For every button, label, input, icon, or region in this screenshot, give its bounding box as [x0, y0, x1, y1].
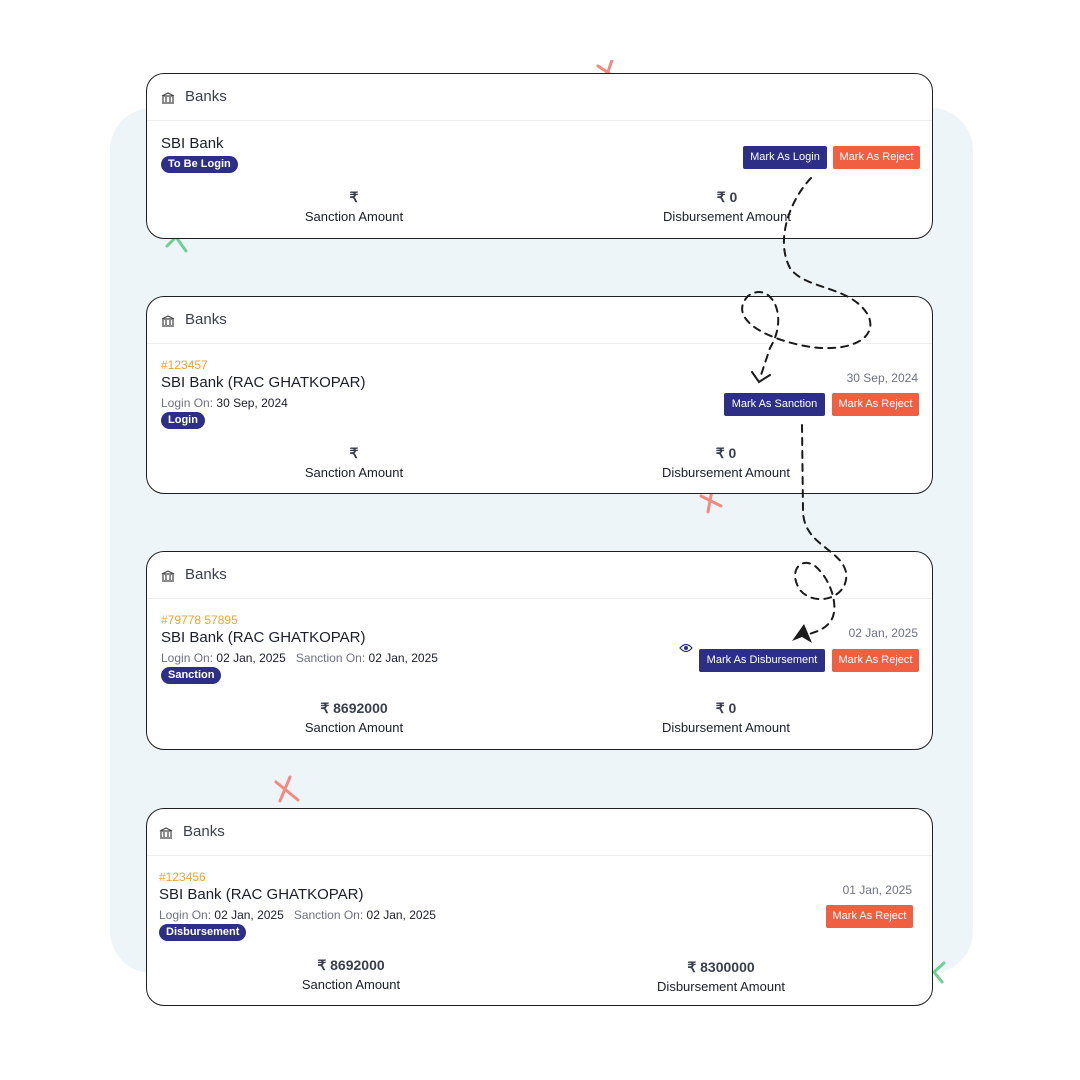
disbursement-amount-label: Disbursement Amount [662, 720, 790, 735]
sanction-amount-label: Sanction Amount [301, 977, 401, 992]
sanction-on-date: 02 Jan, 2025 [366, 908, 436, 922]
bank-name: SBI Bank (RAC GHATKOPAR) [161, 629, 366, 646]
sanction-on-date: 02 Jan, 2025 [368, 651, 438, 665]
application-id: #79778 57895 [161, 613, 238, 627]
card-header: Banks [147, 74, 932, 121]
bank-name: SBI Bank (RAC GHATKOPAR) [161, 374, 366, 391]
bank-icon [161, 92, 175, 104]
card-header-title: Banks [183, 823, 225, 840]
bank-icon [161, 570, 175, 582]
disbursement-amount: ₹ 0 Disbursement Amount [607, 189, 847, 224]
login-on-date: 02 Jan, 2025 [216, 651, 286, 665]
card-header-title: Banks [185, 311, 227, 328]
login-sanction-line: Login On: 02 Jan, 2025 Sanction On: 02 J… [161, 651, 438, 665]
mark-as-login-button[interactable]: Mark As Login [743, 146, 827, 169]
mark-as-reject-button[interactable]: Mark As Reject [833, 146, 920, 169]
sanction-amount-label: Sanction Amount [304, 465, 404, 480]
bank-icon [161, 315, 175, 327]
mark-as-disbursement-button[interactable]: Mark As Disbursement [699, 649, 825, 672]
sanction-amount-value: ₹ [349, 189, 359, 205]
mark-as-reject-button[interactable]: Mark As Reject [832, 649, 919, 672]
sanction-amount-label: Sanction Amount [304, 209, 404, 224]
sanction-amount-value: ₹ 8692000 [320, 700, 388, 716]
bank-icon [159, 827, 173, 839]
disbursement-amount: ₹ 0 Disbursement Amount [606, 445, 846, 480]
card-header-title: Banks [185, 566, 227, 583]
disbursement-amount: ₹ 8300000 Disbursement Amount [601, 959, 841, 994]
bank-card-disbursement: Banks #123456 SBI Bank (RAC GHATKOPAR) L… [146, 808, 933, 1006]
card-header: Banks [147, 552, 932, 599]
sanction-amount-value: ₹ 8692000 [317, 957, 385, 973]
card-header: Banks [147, 297, 932, 344]
bank-card-login: Banks #123457 SBI Bank (RAC GHATKOPAR) L… [146, 296, 933, 494]
login-on-label: Login On: [161, 651, 214, 665]
disbursement-amount-label: Disbursement Amount [662, 465, 790, 480]
bank-name: SBI Bank [161, 135, 224, 152]
card-header-title: Banks [185, 88, 227, 105]
login-sanction-line: Login On: 02 Jan, 2025 Sanction On: 02 J… [159, 908, 436, 922]
sanction-amount: ₹ 8692000 Sanction Amount [231, 957, 471, 992]
login-on-line: Login On: 30 Sep, 2024 [161, 396, 288, 410]
sanction-amount: ₹ Sanction Amount [234, 189, 474, 224]
disbursement-amount-value: ₹ 0 [715, 445, 737, 461]
sanction-amount: ₹ 8692000 Sanction Amount [234, 700, 474, 735]
sanction-on-label: Sanction On: [293, 908, 364, 922]
mark-as-reject-button[interactable]: Mark As Reject [832, 393, 919, 416]
card-header: Banks [147, 809, 932, 856]
status-date: 01 Jan, 2025 [842, 883, 912, 897]
status-badge: Sanction [161, 667, 222, 684]
sanction-on-label: Sanction On: [295, 651, 366, 665]
status-badge: To Be Login [161, 156, 238, 173]
status-date: 02 Jan, 2025 [848, 626, 918, 640]
mark-as-sanction-button[interactable]: Mark As Sanction [724, 393, 825, 416]
disbursement-amount: ₹ 0 Disbursement Amount [606, 700, 846, 735]
status-badge: Login [161, 412, 205, 429]
decorative-cross-red [274, 775, 300, 803]
login-on-label: Login On: [161, 396, 214, 410]
eye-icon[interactable] [679, 643, 693, 653]
disbursement-amount-value: ₹ 8300000 [687, 959, 755, 975]
application-id: #123457 [161, 358, 208, 372]
sanction-amount-value: ₹ [349, 445, 359, 461]
disbursement-amount-label: Disbursement Amount [657, 979, 785, 994]
status-date: 30 Sep, 2024 [846, 371, 918, 385]
login-on-date: 02 Jan, 2025 [214, 908, 284, 922]
bank-name: SBI Bank (RAC GHATKOPAR) [159, 886, 364, 903]
disbursement-amount-value: ₹ 0 [715, 700, 737, 716]
login-on-date: 30 Sep, 2024 [216, 396, 288, 410]
disbursement-amount-value: ₹ 0 [716, 189, 738, 205]
sanction-amount: ₹ Sanction Amount [234, 445, 474, 480]
bank-card-sanction: Banks #79778 57895 SBI Bank (RAC GHATKOP… [146, 551, 933, 750]
sanction-amount-label: Sanction Amount [304, 720, 404, 735]
status-badge: Disbursement [159, 924, 247, 941]
decorative-chevron-green [931, 961, 946, 984]
application-id: #123456 [159, 870, 206, 884]
mark-as-reject-button[interactable]: Mark As Reject [826, 905, 913, 928]
login-on-label: Login On: [159, 908, 212, 922]
bank-card-to-be-login: Banks SBI Bank To Be Login Mark As Login… [146, 73, 933, 239]
disbursement-amount-label: Disbursement Amount [663, 209, 791, 224]
